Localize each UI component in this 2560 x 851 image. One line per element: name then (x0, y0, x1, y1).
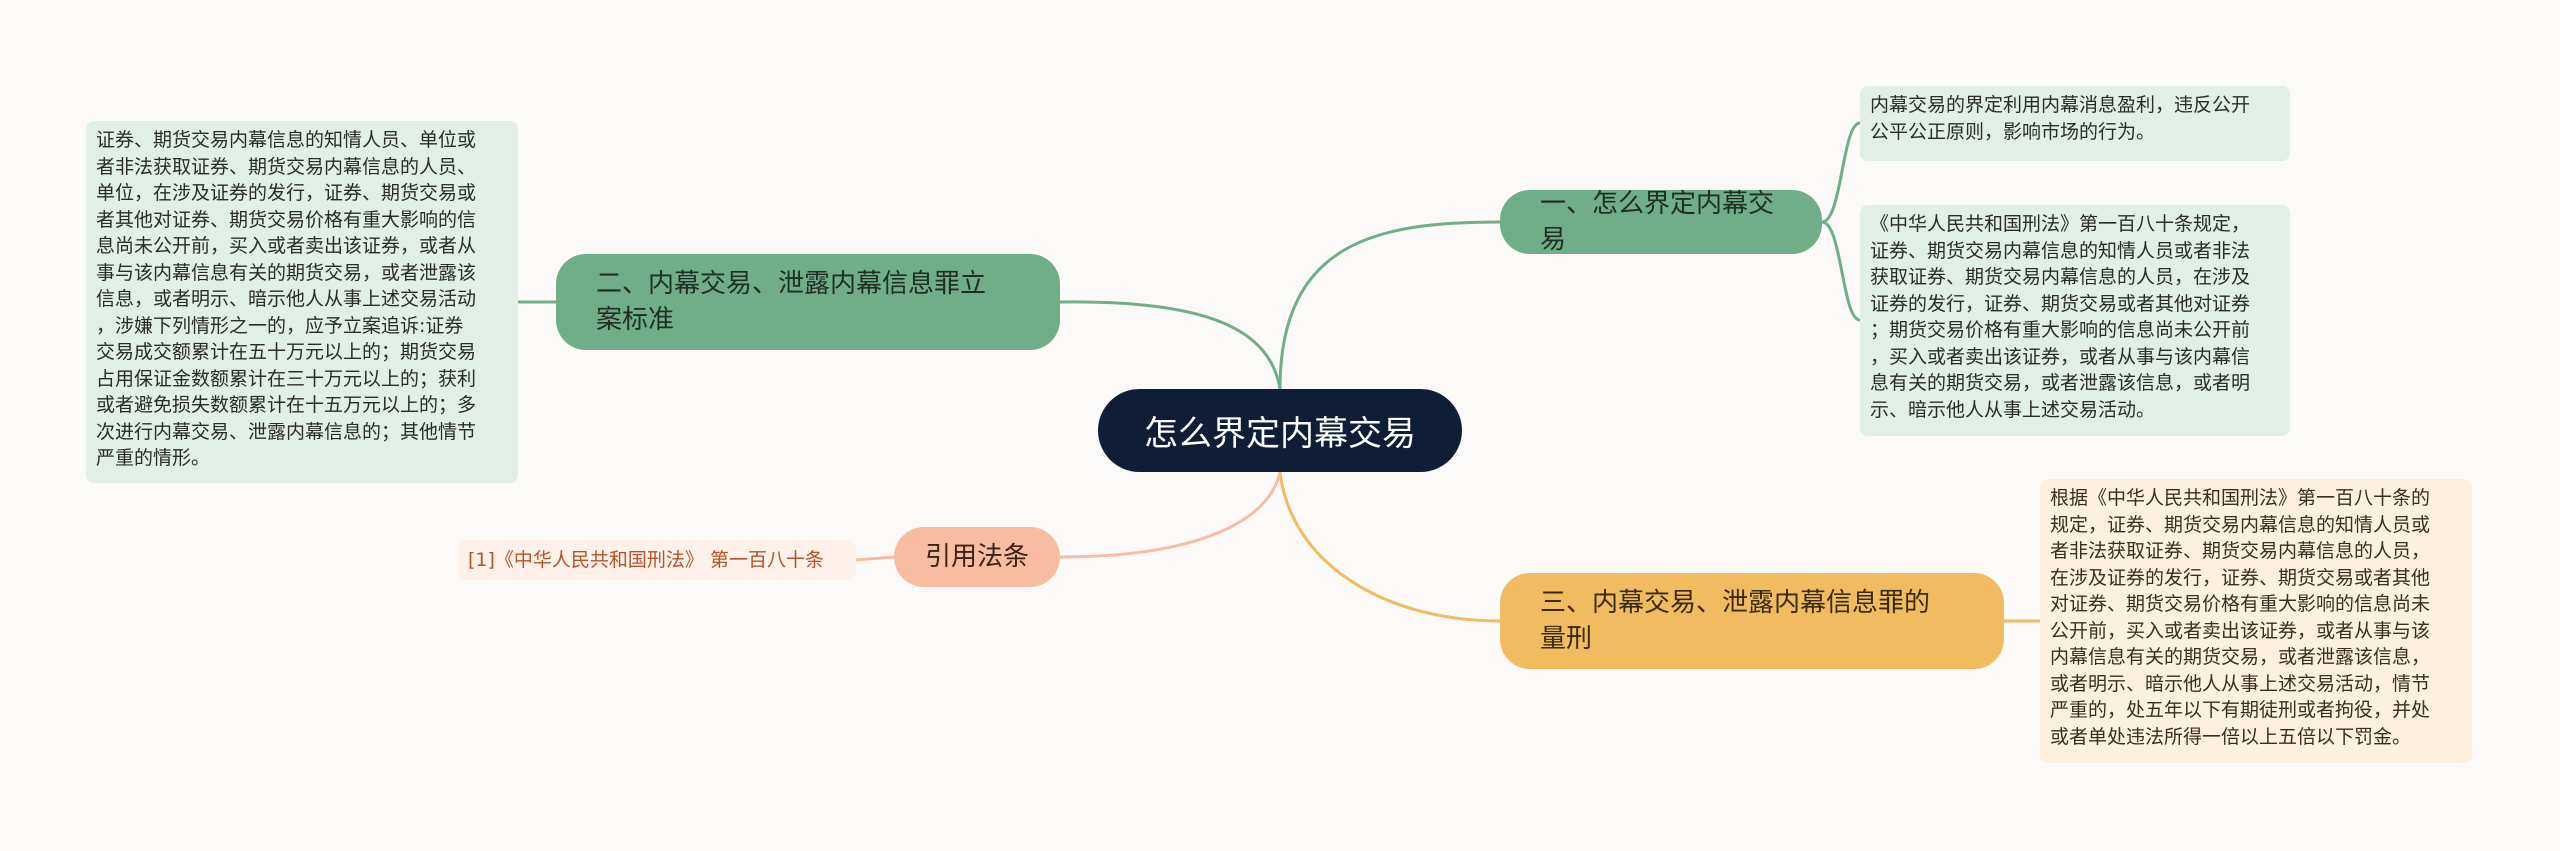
link-root-branch1 (1278, 220, 1501, 390)
link-root-branch3 (1278, 471, 1501, 623)
link-branch1-leaf1 (1821, 121, 1861, 224)
root-topic[interactable]: 怎么界定内幕交易 (1098, 389, 1462, 472)
link-branch1-leaf2 (1821, 220, 1861, 322)
branch-sentencing[interactable]: 三、内幕交易、泄露内幕信息罪的 量刑 (1500, 573, 2004, 669)
leaf-cited-law-reference[interactable]: [1]《中华人民共和国刑法》 第一百八十条 (458, 540, 856, 580)
branch-label: 二、内幕交易、泄露内幕信息罪立 案标准 (596, 269, 987, 335)
leaf-definition[interactable]: 内幕交易的界定利用内幕消息盈利，违反公开 公平公正原则，影响市场的行为。 (1860, 86, 2290, 161)
branch-label: 一、怎么界定内幕交易 (1540, 189, 1775, 255)
branch-cited-law[interactable]: 引用法条 (894, 527, 1060, 587)
branch-label: 三、内幕交易、泄露内幕信息罪的 量刑 (1540, 588, 1931, 654)
leaf-filing-standard-text[interactable]: 证券、期货交易内幕信息的知情人员、单位或 者非法获取证券、期货交易内幕信息的人员… (86, 121, 518, 483)
branch-define-insider-trading[interactable]: 一、怎么界定内幕交易 (1500, 189, 1822, 255)
link-root-branch2 (1059, 300, 1282, 390)
branch-filing-standard[interactable]: 二、内幕交易、泄露内幕信息罪立 案标准 (556, 254, 1060, 350)
branch-label: 引用法条 (924, 542, 1029, 572)
leaf-sentencing-text[interactable]: 根据《中华人民共和国刑法》第一百八十条的 规定，证券、期货交易内幕信息的知情人员… (2040, 479, 2472, 763)
leaf-criminal-law-article[interactable]: 《中华人民共和国刑法》第一百八十条规定， 证券、期货交易内幕信息的知情人员或者非… (1860, 205, 2290, 436)
link-branch4-leaf1 (855, 555, 895, 562)
root-topic-label: 怎么界定内幕交易 (1144, 414, 1416, 454)
link-root-branch4 (1059, 471, 1282, 559)
